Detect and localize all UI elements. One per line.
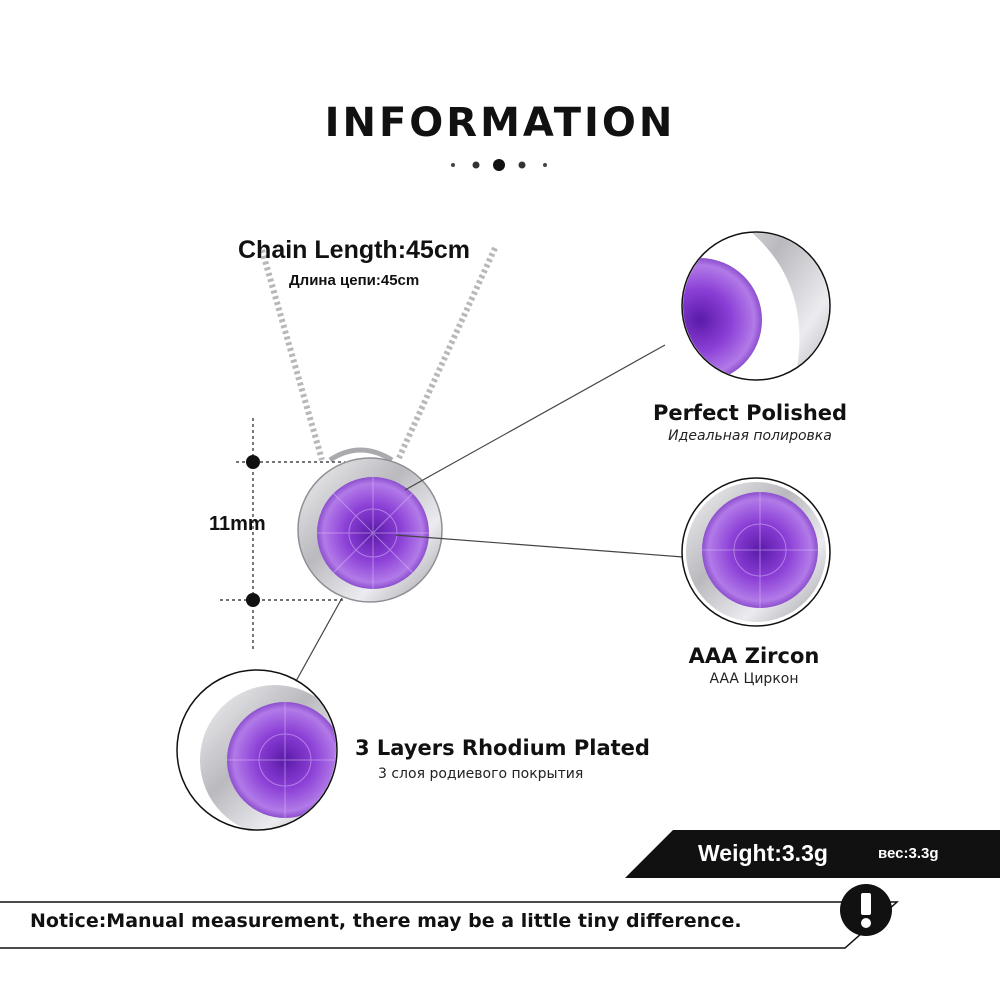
notice-text: Notice:Manual measurement, there may be … bbox=[30, 910, 742, 932]
leader-lines bbox=[289, 344, 684, 693]
chain-length-label: Chain Length:45cm bbox=[238, 236, 470, 264]
feature-polished-title: Perfect Polished bbox=[652, 401, 848, 425]
feature-polished-subtitle: Идеальная полировка bbox=[668, 428, 832, 444]
feature-rhodium-title: 3 Layers Rhodium Plated bbox=[355, 736, 650, 760]
page-title: INFORMATION bbox=[324, 100, 676, 146]
header-dots bbox=[451, 159, 547, 171]
detail-circle-zircon bbox=[681, 477, 831, 627]
chain-length-label-ru: Длина цепи:45cm bbox=[289, 272, 420, 289]
weight-banner bbox=[625, 830, 1000, 878]
size-dimension bbox=[220, 418, 345, 650]
feature-zircon-subtitle: AAA Циркон bbox=[709, 671, 799, 687]
pendant-size-label: 11mm bbox=[209, 513, 266, 535]
chain bbox=[259, 246, 498, 463]
feature-zircon-title: AAA Zircon bbox=[688, 644, 820, 668]
detail-circle-rhodium bbox=[176, 669, 338, 831]
detail-circle-polished bbox=[681, 231, 831, 381]
weight-label: Weight:3.3g bbox=[698, 840, 828, 866]
weight-label-ru: вес:3.3g bbox=[878, 845, 939, 862]
feature-rhodium-subtitle: 3 слоя родиевого покрытия bbox=[378, 766, 584, 782]
pendant-main bbox=[297, 457, 443, 603]
exclamation-icon bbox=[840, 884, 892, 936]
